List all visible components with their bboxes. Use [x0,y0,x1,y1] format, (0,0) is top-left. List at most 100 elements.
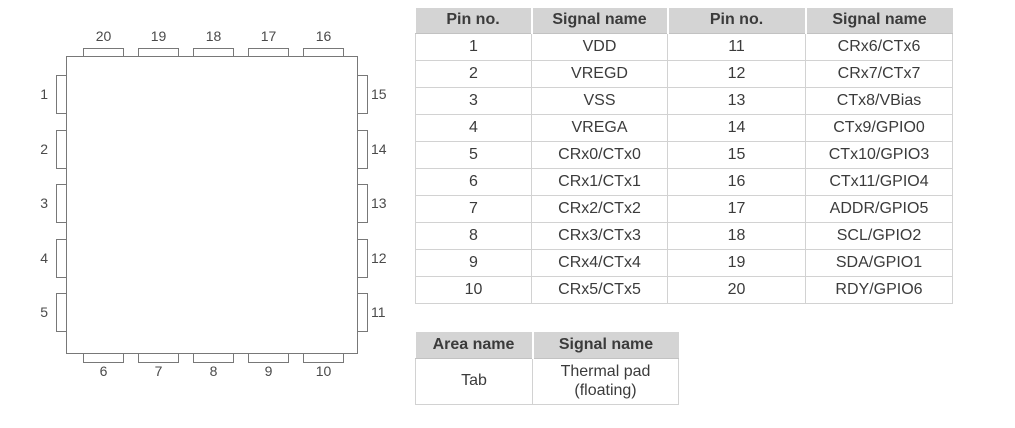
pin-13 [357,184,368,223]
signal-name-cell: VSS [531,86,668,115]
pin-no-cell: 9 [415,248,532,277]
pin-label-10: 10 [315,363,332,379]
pin-no-header-1: Pin no. [415,8,532,34]
signal-name-cell: RDY/GPIO6 [805,275,953,304]
pin-label-3: 3 [40,195,48,211]
pin-6 [83,353,124,363]
signal-name-cell: VDD [531,32,668,61]
signal-name-cell: CRx5/CTx5 [531,275,668,304]
signal-name-cell: CTx11/GPIO4 [805,167,953,196]
pin-no-cell: 15 [667,140,806,169]
signal-name-cell: CRx1/CTx1 [531,167,668,196]
pin-label-13: 13 [371,195,387,211]
pin-label-15: 15 [371,86,387,102]
signal-name-cell: CRx4/CTx4 [531,248,668,277]
signal-name-cell: CRx7/CTx7 [805,59,953,88]
pin-no-cell: 20 [667,275,806,304]
area-name-header: Area name [415,332,533,359]
signal-line-1: Thermal pad [560,363,651,380]
signal-name-cell: VREGA [531,113,668,142]
pin-label-8: 8 [209,363,218,379]
pin-label-19: 19 [150,28,167,44]
pin-no-cell: 8 [415,221,532,250]
pin-label-1: 1 [40,86,48,102]
signal-name-header-3: Signal name [531,332,679,359]
pin-label-20: 20 [95,28,112,44]
pin-no-cell: 10 [415,275,532,304]
pin-16 [303,48,344,57]
pin-15 [357,75,368,114]
signal-name-cell: CRx2/CTx2 [531,194,668,223]
pin-no-cell: 12 [667,59,806,88]
pin-no-cell: 16 [667,167,806,196]
signal-name-cell: CRx0/CTx0 [531,140,668,169]
pin-3 [56,184,67,223]
signal-line-2: (floating) [574,382,637,399]
signal-name-cell: VREGD [531,59,668,88]
signal-name-cell: CTx10/GPIO3 [805,140,953,169]
pin-1 [56,75,67,114]
pin-label-2: 2 [40,141,48,157]
pin-4 [56,239,67,278]
pin-17 [248,48,289,57]
pin-7 [138,353,179,363]
pin-label-14: 14 [371,141,387,157]
pin-no-cell: 13 [667,86,806,115]
pin-no-cell: 18 [667,221,806,250]
pin-no-cell: 6 [415,167,532,196]
pin-no-cell: 1 [415,32,532,61]
pin-no-cell: 14 [667,113,806,142]
pin-20 [83,48,124,57]
pin-label-12: 12 [371,250,387,266]
signal-name-header-2: Signal name [804,8,953,34]
pin-18 [193,48,234,57]
signal-name-cell: CTx8/VBias [805,86,953,115]
pin-2 [56,130,67,169]
pin-table-header-row: Pin no. Signal name Pin no. Signal name [415,8,953,34]
pin-no-cell: 17 [667,194,806,223]
pin-no-cell: 4 [415,113,532,142]
pin-label-9: 9 [264,363,273,379]
area-table-row: Tab Thermal pad (floating) [415,357,679,405]
area-table-cell-area: Tab [415,357,533,405]
pin-14 [357,130,368,169]
pin-label-18: 18 [205,28,222,44]
signal-name-header-1: Signal name [530,8,668,34]
pin-no-cell: 7 [415,194,532,223]
area-table: Area name Signal name Tab Thermal pad (f… [415,332,679,405]
pin-label-5: 5 [40,304,48,320]
pin-5 [56,293,67,332]
pin-no-header-2: Pin no. [666,8,806,34]
area-table-header-row: Area name Signal name [415,332,679,359]
pin-9 [248,353,289,363]
pin-no-cell: 3 [415,86,532,115]
signal-name-cell: CTx9/GPIO0 [805,113,953,142]
pin-no-cell: 19 [667,248,806,277]
pin-no-cell: 2 [415,59,532,88]
area-table-cell-signal: Thermal pad (floating) [532,357,679,405]
pin-assignment-table: Pin no. Signal name Pin no. Signal name … [415,8,953,304]
pin-label-7: 7 [154,363,163,379]
pin-label-4: 4 [40,250,48,266]
pin-8 [193,353,234,363]
pin-11 [357,293,368,332]
pin-label-17: 17 [260,28,277,44]
signal-name-cell: CRx6/CTx6 [805,32,953,61]
signal-name-cell: ADDR/GPIO5 [805,194,953,223]
signal-name-cell: SCL/GPIO2 [805,221,953,250]
pin-label-11: 11 [371,304,386,320]
signal-name-cell: CRx3/CTx3 [531,221,668,250]
